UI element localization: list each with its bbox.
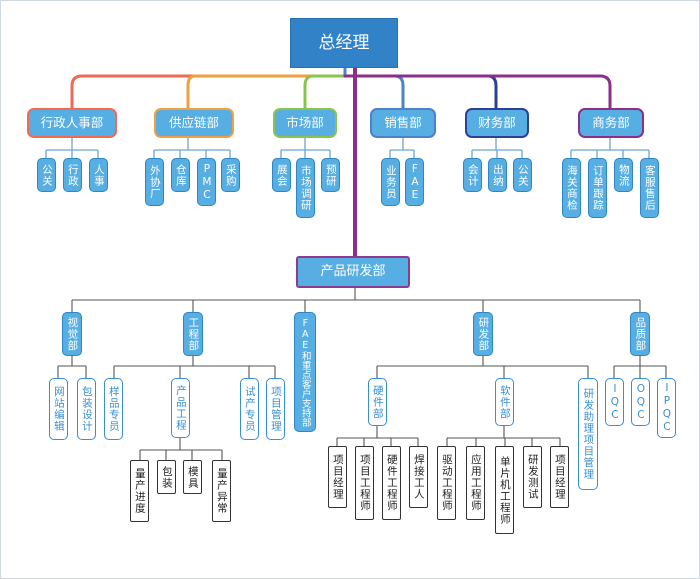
- eng-child-project-management[interactable]: 项目管理: [266, 378, 285, 440]
- business-child-logistics[interactable]: 物流: [614, 158, 633, 192]
- quality-child-ipqc[interactable]: IPQC: [657, 378, 676, 438]
- research-child-assistant-pm[interactable]: 研发助理项目管理: [578, 378, 598, 490]
- ceo-box[interactable]: 总经理: [290, 18, 398, 68]
- business-child-customs[interactable]: 海关商检: [562, 158, 581, 218]
- sw-child-application-engineer[interactable]: 应用工程师: [466, 446, 485, 520]
- rd-engineering[interactable]: 工程部: [183, 312, 203, 356]
- quality-child-iqc[interactable]: IQC: [605, 378, 624, 426]
- market-child-preresearch[interactable]: 预研: [321, 158, 340, 192]
- dept-business[interactable]: 商务部: [578, 108, 644, 138]
- finance-child-pr[interactable]: 公关: [513, 158, 532, 192]
- admin-child-admin[interactable]: 行政: [63, 158, 82, 192]
- dept-supply-chain[interactable]: 供应链部: [154, 108, 234, 138]
- market-child-exhibition[interactable]: 展会: [272, 158, 291, 192]
- sales-child-fae[interactable]: FAE: [405, 158, 424, 206]
- hw-child-welder[interactable]: 焊接工人: [409, 446, 428, 508]
- dept-sales[interactable]: 销售部: [370, 108, 436, 138]
- research-child-hardware[interactable]: 硬件部: [368, 378, 387, 426]
- eng-child-sample-specialist[interactable]: 样品专员: [104, 378, 123, 440]
- visual-child-web-editing[interactable]: 网站编辑: [49, 378, 68, 440]
- visual-child-packaging-design[interactable]: 包装设计: [77, 378, 96, 440]
- sw-child-driver-engineer[interactable]: 驱动工程师: [437, 446, 456, 520]
- supply-child-pmc[interactable]: PMC: [197, 158, 216, 206]
- supply-child-warehouse[interactable]: 仓库: [171, 158, 190, 192]
- rd-fae-support[interactable]: FAE和重点客户支持部: [294, 312, 316, 432]
- sw-child-project-manager[interactable]: 项目经理: [550, 446, 569, 508]
- prodeng-child-mass-anomaly[interactable]: 量产异常: [212, 460, 231, 522]
- admin-child-hr[interactable]: 人事: [89, 158, 108, 192]
- hw-child-project-engineer[interactable]: 项目工程师: [355, 446, 374, 520]
- research-child-software[interactable]: 软件部: [495, 378, 514, 426]
- quality-child-oqc[interactable]: OQC: [631, 378, 650, 426]
- prodeng-child-mold[interactable]: 模具: [183, 460, 202, 494]
- rd-visual[interactable]: 视觉部: [62, 312, 82, 356]
- business-child-order-tracking[interactable]: 订单跟踪: [588, 158, 607, 218]
- rd-research[interactable]: 研发部: [473, 312, 493, 356]
- dept-finance[interactable]: 财务部: [465, 108, 529, 138]
- sw-child-mcu-engineer[interactable]: 单片机工程师: [495, 446, 514, 534]
- business-child-after-sales[interactable]: 客服售后: [640, 158, 659, 218]
- sw-child-rd-testing[interactable]: 研发测试: [523, 446, 542, 508]
- admin-child-pr[interactable]: 公关: [37, 158, 56, 192]
- prodeng-child-mass-progress[interactable]: 量产进度: [130, 460, 149, 522]
- finance-child-cashier[interactable]: 出纳: [488, 158, 507, 192]
- supply-child-purchasing[interactable]: 采购: [221, 158, 240, 192]
- hw-child-project-manager[interactable]: 项目经理: [328, 446, 347, 508]
- sales-child-salesperson[interactable]: 业务员: [381, 158, 400, 206]
- rd-quality[interactable]: 品质部: [630, 312, 650, 356]
- supply-child-outsourcing[interactable]: 外协厂: [145, 158, 164, 206]
- rd-department[interactable]: 产品研发部: [296, 256, 410, 288]
- market-child-research[interactable]: 市场调研: [296, 158, 315, 218]
- dept-market[interactable]: 市场部: [273, 108, 337, 138]
- hw-child-hardware-engineer[interactable]: 硬件工程师: [382, 446, 401, 520]
- eng-child-product-engineering[interactable]: 产品工程: [171, 378, 190, 438]
- finance-child-accounting[interactable]: 会计: [463, 158, 482, 192]
- eng-child-trial-specialist[interactable]: 试产专员: [240, 378, 259, 440]
- prodeng-child-packaging[interactable]: 包装: [157, 460, 176, 494]
- dept-admin[interactable]: 行政人事部: [27, 108, 117, 138]
